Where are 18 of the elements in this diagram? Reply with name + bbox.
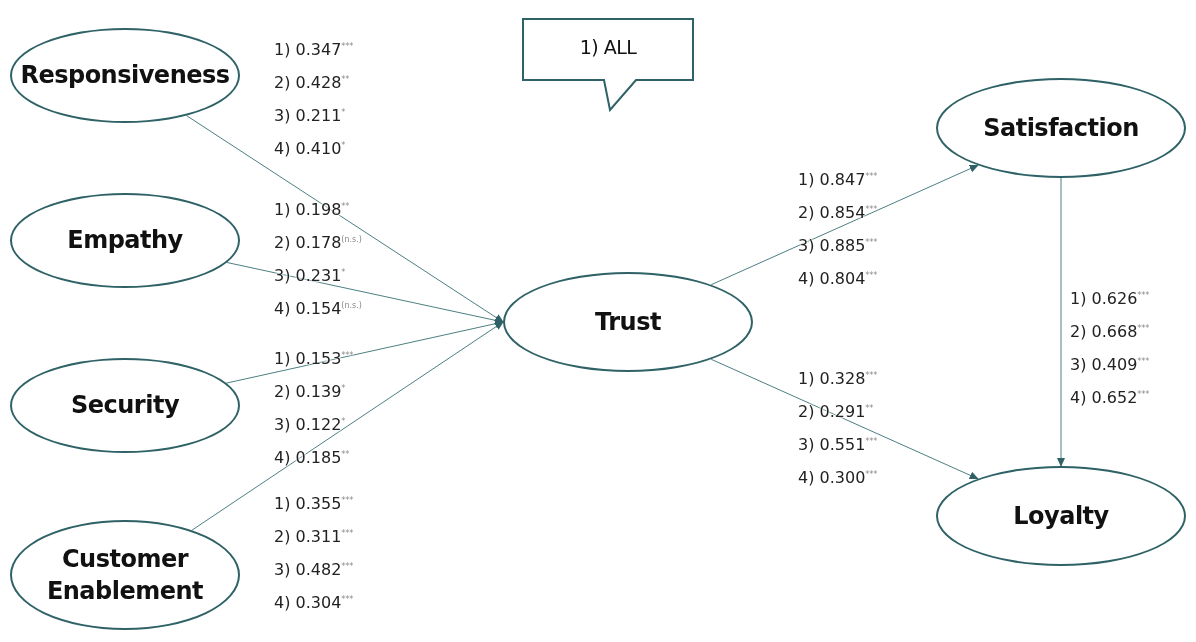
edge-label: 1) 0.355$^{***}$ 2) 0.311$^{***}$ 3) 0.482$^{***}$ 4) 0.304$^{***}$ — [274, 493, 355, 614]
edge-label: 1) 0.347$^{***}$ 2) 0.428$^{**}$ 3) 0.211$^{*}$ 4) 0.410$^{*}$ — [274, 39, 355, 160]
arrow — [710, 358, 979, 480]
construct-label: Satisfaction — [983, 112, 1139, 144]
construct-label: Empathy — [67, 225, 183, 257]
construct-label: Loyalty — [1013, 500, 1109, 532]
construct-label: Responsiveness — [20, 60, 230, 92]
callout-text: 1) ALL — [579, 35, 637, 61]
arrow — [1057, 177, 1065, 467]
edge-label: 1) 0.626$^{***}$ 2) 0.668$^{***}$ 3) 0.409$^{***}$ 4) 0.652$^{***}$ — [1070, 288, 1151, 409]
arrow — [191, 321, 504, 531]
construct-label: Trust — [595, 306, 661, 338]
edge-label: 1) 0.847$^{***}$ 2) 0.854$^{***}$ 3) 0.885$^{***}$ 4) 0.804$^{***}$ — [798, 169, 879, 290]
construct-label: Customer Enablement — [45, 543, 205, 607]
arrow — [186, 115, 504, 323]
construct-label: Security — [70, 390, 180, 422]
edge-label: 1) 0.153$^{***}$ 2) 0.139$^{*}$ 3) 0.122$^{*}$ 4) 0.185$^{**}$ — [274, 348, 355, 469]
arrow — [710, 164, 979, 286]
